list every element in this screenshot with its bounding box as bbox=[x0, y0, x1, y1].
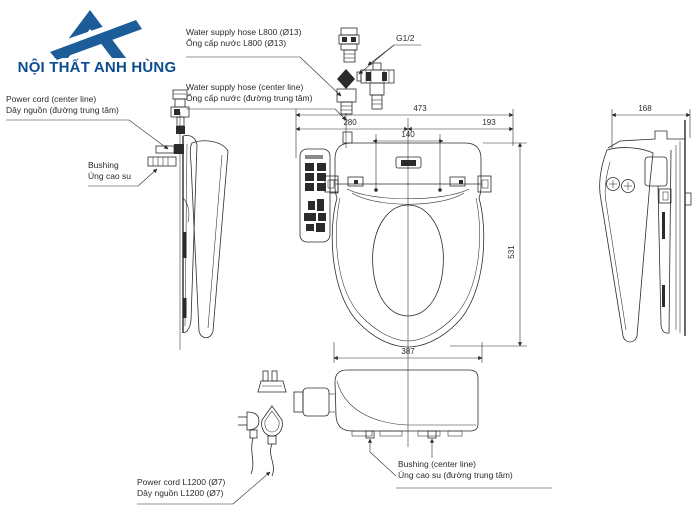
callout-power-center-vi: Dây nguồn (đường trung tâm) bbox=[6, 105, 119, 115]
body-outline bbox=[331, 131, 485, 348]
seat-opening bbox=[372, 204, 444, 317]
logo-mark bbox=[47, 10, 142, 60]
seat-profile bbox=[182, 135, 198, 333]
panel-button bbox=[305, 163, 314, 171]
callout-water-center: Water supply hose (center line) Ống cấp … bbox=[186, 82, 312, 104]
bushing-pipe bbox=[147, 156, 177, 167]
callout-water-hose-en: Water supply hose L800 (Ø13) bbox=[186, 27, 302, 37]
dim-bolt-hole-spacing: 140 bbox=[372, 130, 444, 189]
top-tab bbox=[342, 131, 353, 144]
callout-bushing-bottom-en: Bushing (center line) bbox=[398, 459, 476, 469]
water-hose-fitting bbox=[338, 27, 360, 63]
right-lid-profile bbox=[599, 147, 654, 343]
callout-g-thread-label: G1/2 bbox=[396, 33, 415, 43]
dim-left-to-center-value: 280 bbox=[343, 118, 357, 127]
left-side-view bbox=[147, 89, 229, 339]
callout-bushing-side-en: Bushing bbox=[88, 160, 119, 170]
callout-bushing-bottom: Bushing (center line) Úng cao su (đường … bbox=[398, 459, 513, 481]
lid-profile bbox=[189, 140, 229, 339]
panel-button bbox=[317, 173, 326, 181]
body-bottom bbox=[334, 369, 479, 439]
power-plug-side bbox=[238, 411, 260, 475]
dim-bolt-hole-spacing-value: 140 bbox=[401, 130, 415, 139]
hinge-screws bbox=[606, 177, 635, 193]
dim-side-height-value: 168 bbox=[638, 104, 652, 113]
top-fittings bbox=[336, 27, 395, 115]
callout-power-cord: Power cord L1200 (Ø7) Dây nguồn L1200 (Ø… bbox=[137, 477, 225, 499]
logo-text: NỘI THẤT ANH HÙNG bbox=[17, 59, 177, 76]
logo-swoosh bbox=[50, 20, 142, 60]
power-cord-line bbox=[270, 443, 274, 477]
callout-water-hose: Water supply hose L800 (Ø13) Ống cấp nướ… bbox=[186, 27, 301, 49]
panel-button bbox=[317, 183, 326, 191]
right-seat-strip bbox=[657, 141, 681, 334]
callout-power-cord-vi: Dây nguồn L1200 (Ø7) bbox=[137, 488, 224, 498]
front-top-view bbox=[299, 131, 492, 348]
power-cord-connector bbox=[155, 144, 184, 154]
right-side-view bbox=[599, 120, 692, 343]
supply-box bbox=[293, 387, 335, 417]
nozzle-cover bbox=[395, 156, 422, 169]
control-panel bbox=[299, 148, 339, 243]
power-cord-line bbox=[250, 437, 254, 475]
callout-water-hose-vi: Ống cấp nước L800 (Ø13) bbox=[186, 38, 287, 48]
callout-water-center-vi: Ống cấp nước (đường trung tâm) bbox=[186, 93, 313, 103]
dim-left-to-center: 280 bbox=[295, 118, 409, 132]
callout-bushing-side-vi: Ùng cao su bbox=[88, 171, 131, 181]
panel-button bbox=[305, 183, 314, 191]
callout-power-center: Power cord (center line) Dây nguồn (đườn… bbox=[6, 94, 119, 116]
right-top-profile bbox=[607, 130, 685, 149]
bushing-lug bbox=[427, 430, 437, 439]
dim-seat-width: 387 bbox=[333, 342, 483, 363]
dim-overall-width: 473 bbox=[295, 104, 514, 158]
panel-button bbox=[305, 173, 314, 181]
dimension-lines: 473 280 193 140 531 bbox=[295, 104, 691, 363]
callout-water-center-en: Water supply hose (center line) bbox=[186, 82, 304, 92]
bushing-lug bbox=[365, 430, 375, 439]
panel-button bbox=[317, 163, 326, 171]
callout-power-cord-en: Power cord L1200 (Ø7) bbox=[137, 477, 226, 487]
callout-g-thread: G1/2 bbox=[396, 33, 414, 44]
dim-overall-depth-value: 531 bbox=[507, 245, 516, 259]
dim-side-height: 168 bbox=[611, 104, 691, 148]
power-plug-front bbox=[261, 405, 283, 477]
callout-power-center-en: Power cord (center line) bbox=[6, 94, 97, 104]
callout-bushing-side: Bushing Ùng cao su bbox=[88, 160, 131, 182]
t-branch-fitting bbox=[356, 62, 395, 110]
right-panel bbox=[644, 156, 668, 187]
bottom-view bbox=[238, 369, 479, 477]
dim-center-to-right-value: 193 bbox=[482, 118, 496, 127]
dim-overall-width-value: 473 bbox=[413, 104, 427, 113]
logo: NỘI THẤT ANH HÙNG bbox=[2, 2, 197, 86]
right-bracket bbox=[658, 188, 692, 206]
dim-center-to-right: 193 bbox=[407, 118, 514, 132]
wall-plug-icon bbox=[257, 370, 287, 393]
side-water-fitting bbox=[170, 89, 190, 134]
callout-bushing-bottom-vi: Úng cao su (đường trung tâm) bbox=[398, 470, 513, 480]
dim-seat-width-value: 387 bbox=[401, 347, 415, 356]
shutoff-valve bbox=[336, 69, 357, 115]
dim-overall-depth: 531 bbox=[450, 142, 527, 347]
leader-lines bbox=[6, 44, 552, 505]
